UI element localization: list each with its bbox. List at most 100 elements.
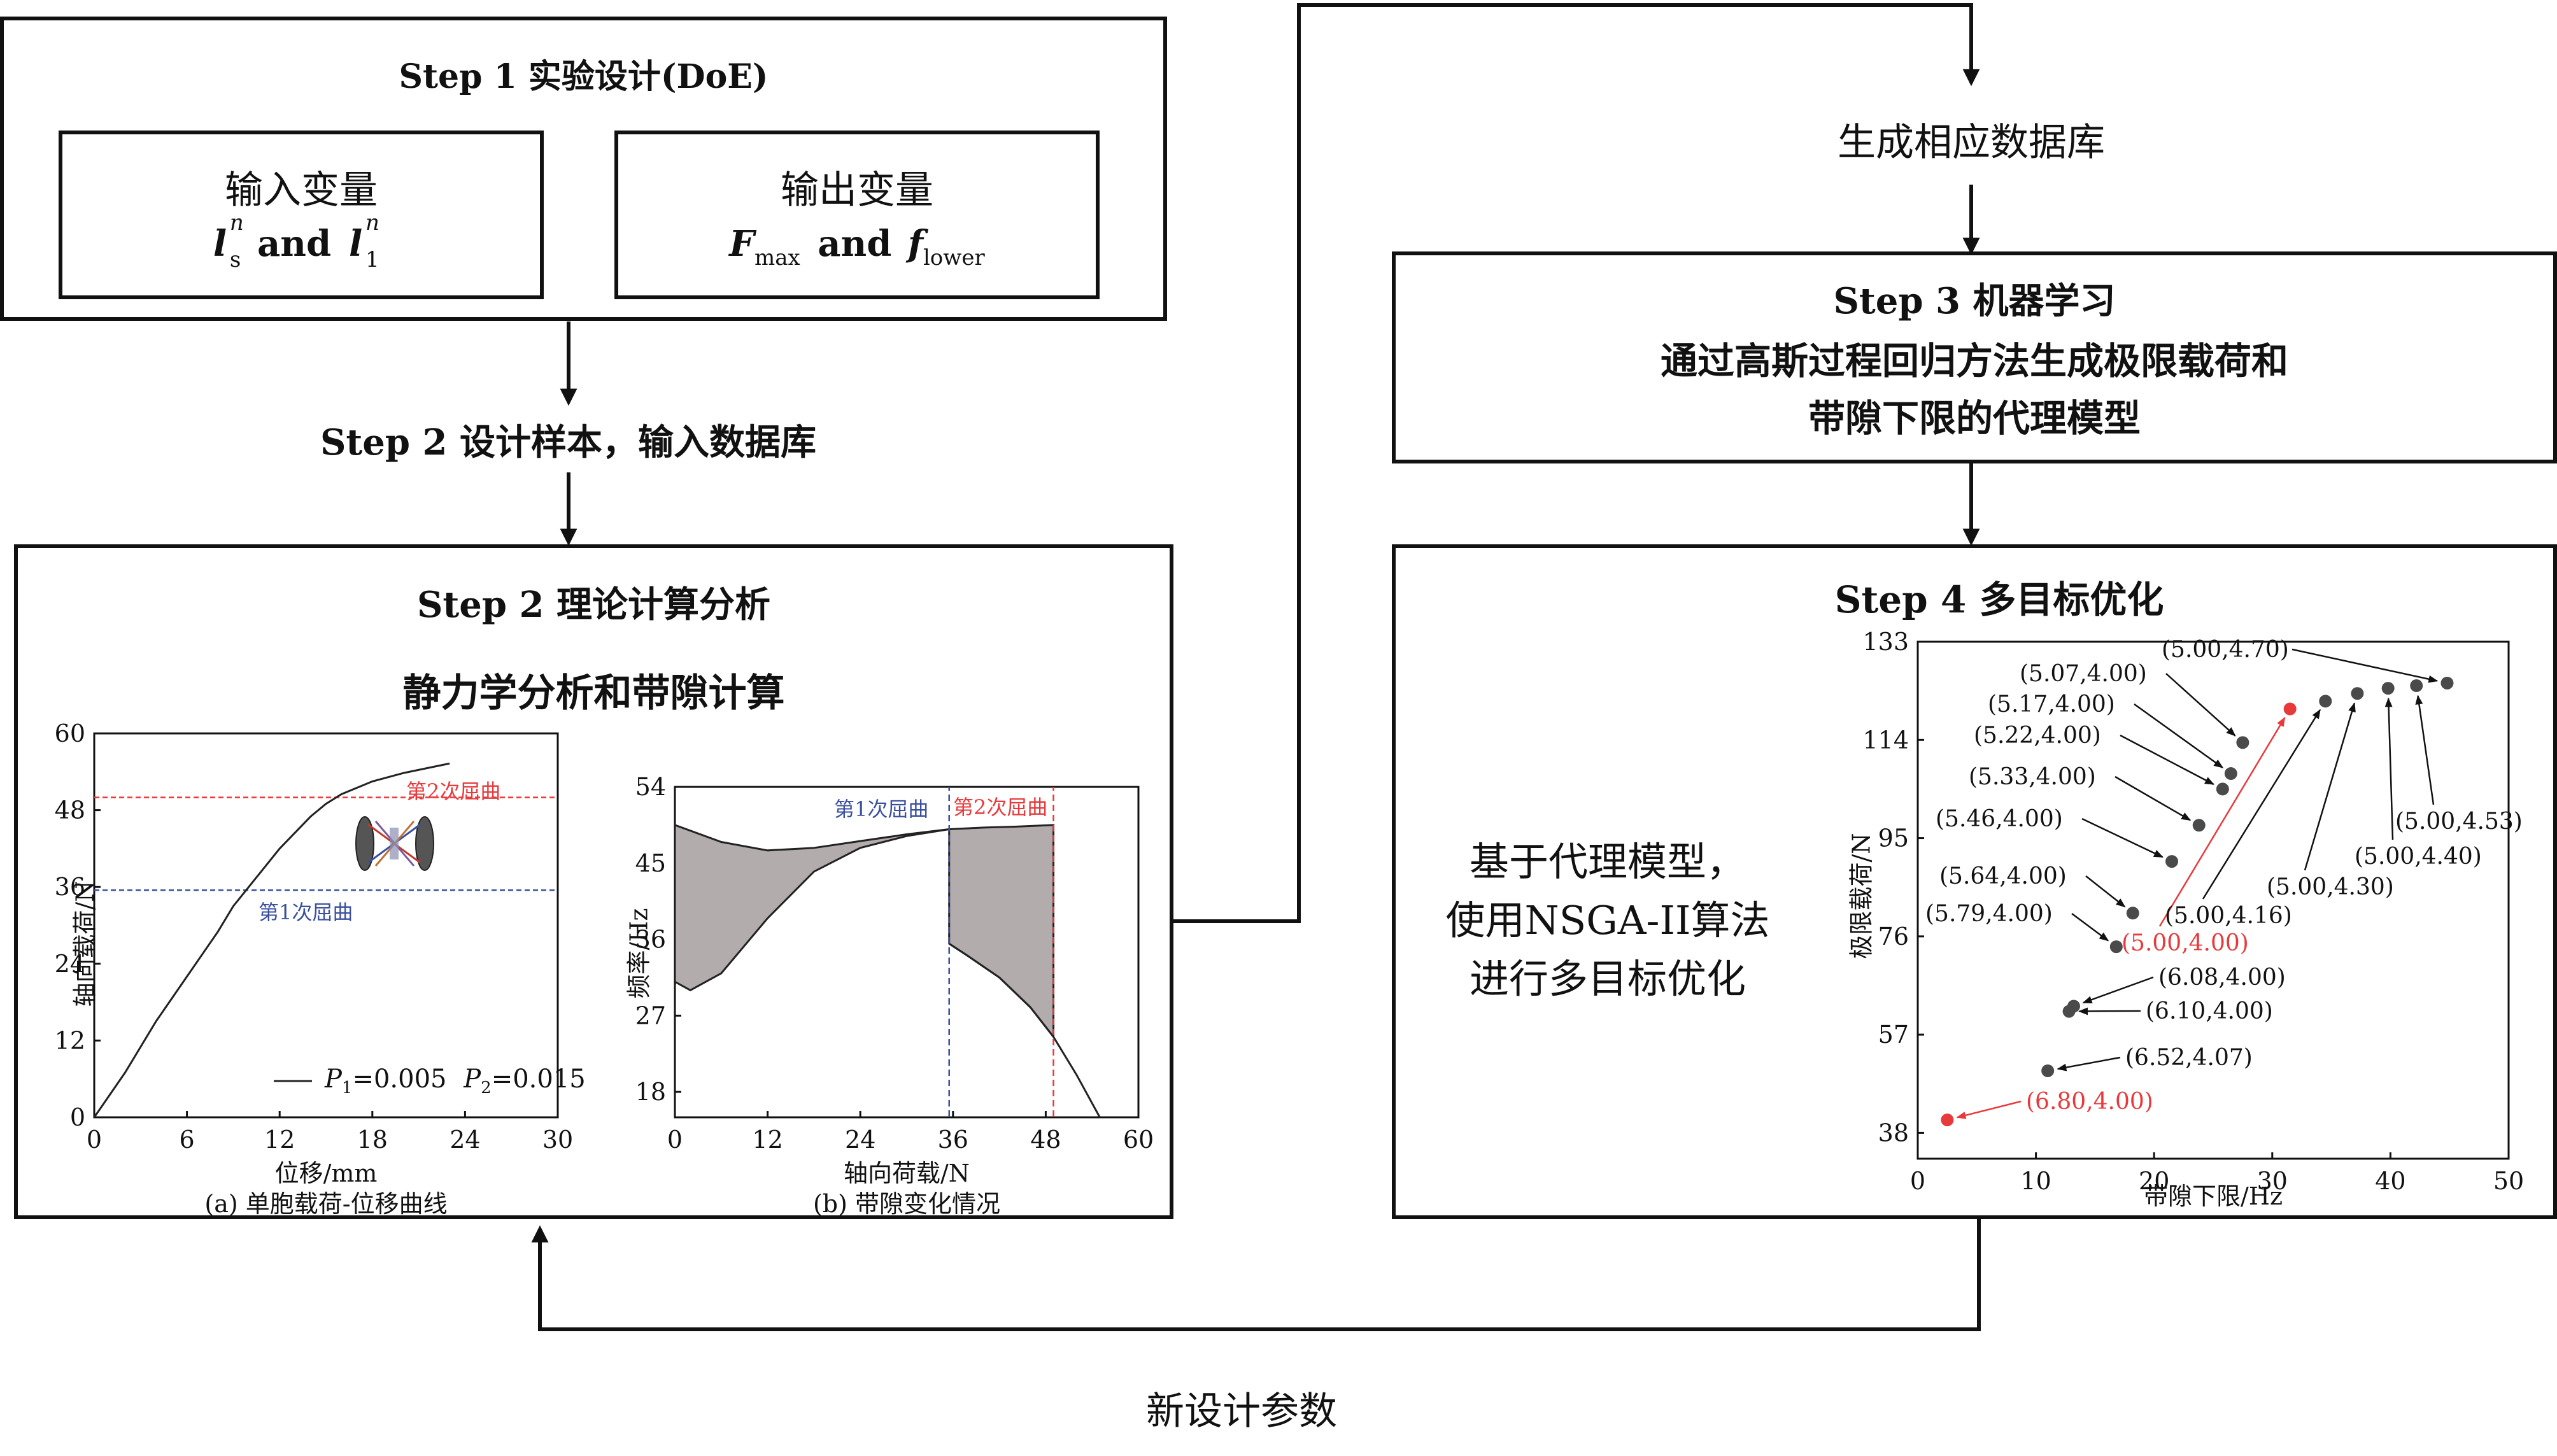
feedback-loop xyxy=(531,1219,1981,1331)
chart-c-point-label: (6.80,4.00) xyxy=(2026,1089,2153,1115)
chart-c-point xyxy=(2319,695,2332,708)
step4-box xyxy=(1392,544,2557,1219)
chart-c-ytick-label: 57 xyxy=(1878,1021,1909,1049)
chart-a-xtick-label: 6 xyxy=(180,1126,195,1154)
step3-line3: 带隙下限的代理模型 xyxy=(1808,397,2141,440)
chart-c-ytick-label: 76 xyxy=(1878,922,1909,951)
chart-c-point-label: (5.46,4.00) xyxy=(1936,806,2063,832)
chart-c-xtick-label: 20 xyxy=(2139,1167,2169,1195)
chart-c-point xyxy=(2062,1005,2076,1018)
chart-a-ytick-label: 12 xyxy=(55,1026,85,1054)
chart-b-xtick-label: 60 xyxy=(1123,1126,1154,1154)
chart-c-point xyxy=(2126,907,2139,920)
chart-a-load-curve xyxy=(93,762,450,1118)
chart-c-label-arrow xyxy=(1956,1100,2022,1119)
chart-b-ytick-label: 45 xyxy=(635,849,666,877)
chart-a-xtick-label: 12 xyxy=(264,1126,295,1154)
chart-b-xtick-label: 12 xyxy=(752,1126,783,1154)
chart-b-ytick-label: 18 xyxy=(635,1078,666,1106)
output-variables-formula: Fmax and flower xyxy=(729,223,985,271)
input-variables-title: 输入变量 xyxy=(225,168,378,213)
chart-c-point xyxy=(2192,819,2206,832)
chart-c-point xyxy=(2216,782,2229,796)
step4-title: Step 4 多目标优化 xyxy=(1834,578,2164,621)
chart-c-point-label: (6.10,4.00) xyxy=(2146,998,2273,1024)
step4-desc-line3: 进行多目标优化 xyxy=(1469,956,1746,1002)
output-variables-box xyxy=(614,131,1100,299)
chart-c-xtick-label: 10 xyxy=(2020,1167,2051,1195)
chart-c-label-arrow xyxy=(2114,775,2192,821)
step2-title: Step 2 理论计算分析 xyxy=(416,584,771,626)
chart-b-ytick-label: 27 xyxy=(635,1001,666,1029)
chart-a-xtick-label: 30 xyxy=(542,1126,573,1154)
input-variables-box xyxy=(59,131,544,299)
chart-c-point-highlight xyxy=(2283,702,2297,716)
chart-c-point xyxy=(2351,687,2364,700)
generate-db-label: 生成相应数据库 xyxy=(1838,120,2105,165)
chart-c-point-label: (5.07,4.00) xyxy=(2020,661,2147,687)
chart-b-xtick-label: 0 xyxy=(667,1126,683,1154)
chart-c-label-arrow xyxy=(2165,673,2236,737)
chart-a-xtick-label: 18 xyxy=(357,1126,388,1154)
chart-c-xtick-label: 40 xyxy=(2375,1167,2405,1195)
chart-a-ytick-label: 36 xyxy=(55,873,85,901)
chart-c-point-label: (5.00,4.40) xyxy=(2355,844,2482,870)
chart-c-label-arrow xyxy=(2158,716,2286,927)
chart-a-xtick-label: 0 xyxy=(87,1126,102,1154)
chart-a-ylabel: 轴向载荷/N xyxy=(71,880,99,1007)
new-params-label: 新设计参数 xyxy=(1146,1389,1337,1434)
chart-c-ytick-label: 133 xyxy=(1862,628,1909,656)
output-variables-title: 输出变量 xyxy=(781,168,933,213)
step4-desc-line1: 基于代理模型， xyxy=(1469,838,1746,885)
chart-c-label-arrow xyxy=(2081,817,2164,858)
chart-c-point xyxy=(2041,1064,2055,1077)
chart-c-point-label: (6.52,4.07) xyxy=(2125,1045,2253,1071)
chart-c-ylabel: 极限载荷/N xyxy=(1847,833,1876,959)
step4-desc-line2: 使用NSGA-II算法 xyxy=(1445,897,1770,944)
chart-c-point-highlight xyxy=(1941,1113,1954,1127)
chart-c-point-label: (5.00,4.53) xyxy=(2395,809,2523,835)
chart-c-point xyxy=(2165,855,2179,868)
chart-b-ytick-label: 36 xyxy=(635,926,666,954)
chart-c-point-label: (5.64,4.00) xyxy=(1939,863,2067,889)
chart-a-ytick-label: 60 xyxy=(55,719,85,747)
step2-subtitle: 静力学分析和带隙计算 xyxy=(402,671,785,716)
chart-c-point-label: (5.00,4.16) xyxy=(2165,903,2292,929)
chart-a-legend: P1=0.005 P2=0.015 xyxy=(325,1064,586,1098)
chart-a-buckle1-label: 第1次屈曲 xyxy=(259,900,353,924)
chart-c-ytick-label: 114 xyxy=(1862,726,1909,754)
chart-c-label-arrow xyxy=(2082,976,2154,1004)
chart-c-ytick-label: 95 xyxy=(1878,824,1909,852)
chart-b-bandgap-region-1 xyxy=(675,824,949,992)
chart-c-label-arrow xyxy=(2120,734,2215,786)
chart-c-point-label: (5.00,4.30) xyxy=(2267,874,2394,900)
chart-c-point xyxy=(2381,682,2395,695)
chart-c-frame xyxy=(1916,640,2510,1160)
chart-a-xtick-label: 24 xyxy=(450,1126,480,1154)
chart-c-point-label: (5.00,4.00) xyxy=(2121,930,2249,956)
chart-b-xtick-label: 48 xyxy=(1030,1126,1061,1154)
chart-c-xtick-label: 30 xyxy=(2257,1167,2288,1195)
step1-title: Step 1 实验设计(DoE) xyxy=(399,57,769,96)
chart-c-point-label: (5.00,4.70) xyxy=(2162,637,2289,663)
unit-cell-illustration xyxy=(355,816,434,871)
step3-box xyxy=(1392,251,2557,463)
chart-c-point-label: (5.33,4.00) xyxy=(1969,764,2096,790)
chart-c-label-arrow xyxy=(2291,648,2439,683)
chart-c-label-arrow xyxy=(2134,703,2224,768)
chart-b-xtick-label: 24 xyxy=(845,1126,875,1154)
step2-box xyxy=(14,544,1173,1219)
chart-c-point xyxy=(2440,676,2454,689)
chart-c-label-arrow xyxy=(2304,702,2356,871)
step3-title: Step 3 机器学习 xyxy=(1833,280,2116,322)
chart-c-label-arrow xyxy=(2085,875,2126,908)
chart-a-xlabel: 位移/mm xyxy=(274,1159,378,1187)
chart-c-label-arrow xyxy=(2415,695,2435,805)
chart-c-point-label: (6.08,4.00) xyxy=(2158,965,2286,991)
chart-a-buckle2-label: 第2次屈曲 xyxy=(406,779,501,803)
